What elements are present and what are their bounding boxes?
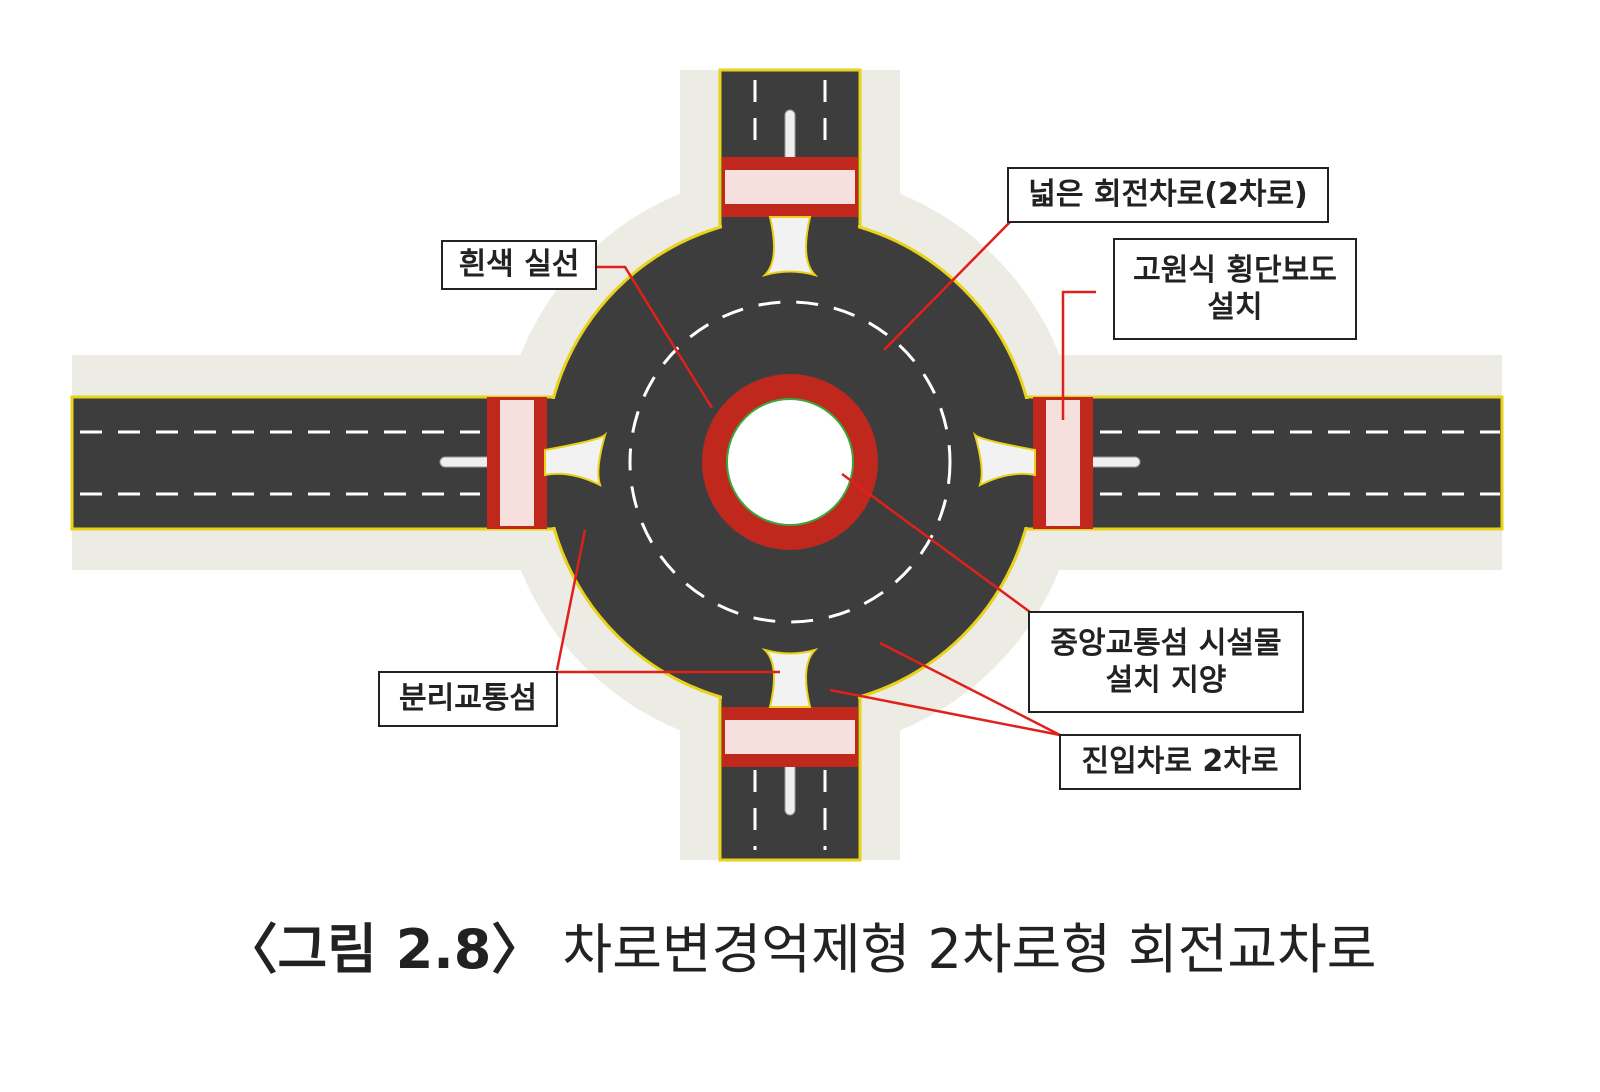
- lane-markings: [80, 80, 1500, 850]
- leader-lines: [555, 221, 1096, 737]
- label-white-solid-line: 흰색 실선: [441, 240, 597, 290]
- splitter-island: [544, 216, 1036, 708]
- label-central-island: 중앙교통섬 시설물 설치 지양: [1028, 611, 1304, 713]
- label-wide-circulating-lane: 넓은 회전차로(2차로): [1007, 167, 1329, 223]
- figure-number: 〈그림 2.8〉: [223, 918, 546, 981]
- figure-title: 차로변경억제형 2차로형 회전교차로: [562, 918, 1377, 981]
- figure-caption: 〈그림 2.8〉 차로변경억제형 2차로형 회전교차로: [0, 905, 1600, 984]
- label-entry-lanes: 진입차로 2차로: [1059, 734, 1301, 790]
- central-island: [702, 374, 878, 550]
- label-raised-crosswalk: 고원식 횡단보도 설치: [1113, 238, 1357, 340]
- crosswalk: [487, 157, 1093, 767]
- label-splitter-island: 분리교통섬: [378, 671, 558, 727]
